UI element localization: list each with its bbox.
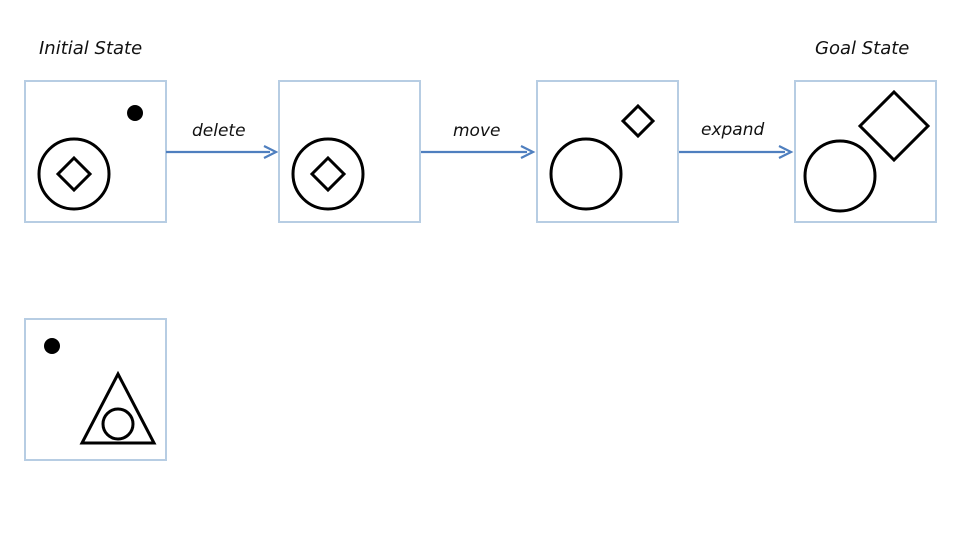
triangle-shape	[79, 370, 157, 445]
circle-shape	[101, 407, 135, 441]
goal-state-box	[794, 80, 937, 223]
state-box-2	[278, 80, 421, 223]
small-dot	[44, 338, 60, 354]
diamond-shape	[620, 103, 656, 139]
goal-state-diagram	[803, 89, 931, 213]
small-dot	[127, 105, 143, 121]
goal-state-label: Goal State	[815, 38, 910, 59]
circle-shape	[37, 137, 111, 211]
transition-label-delete: delete	[192, 121, 246, 141]
state-box-3	[536, 80, 679, 223]
arrow-delete	[166, 145, 279, 159]
transition-label-move: move	[453, 121, 501, 141]
circle-shape	[549, 137, 623, 211]
initial-state-box	[24, 80, 167, 223]
diamond-shape	[55, 155, 93, 193]
circle-shape	[291, 137, 365, 211]
arrow-expand	[679, 145, 794, 159]
circle-shape	[803, 139, 877, 213]
state-3-diagram	[549, 103, 656, 211]
initial-state-label: Initial State	[39, 38, 143, 59]
diamond-shape	[857, 89, 931, 163]
example-box	[24, 318, 167, 461]
example-diagram	[44, 338, 157, 445]
transition-label-expand: expand	[701, 120, 765, 140]
diamond-shape	[309, 155, 347, 193]
arrow-move	[421, 145, 536, 159]
state-2-diagram	[291, 137, 365, 211]
initial-state-diagram	[37, 105, 143, 211]
